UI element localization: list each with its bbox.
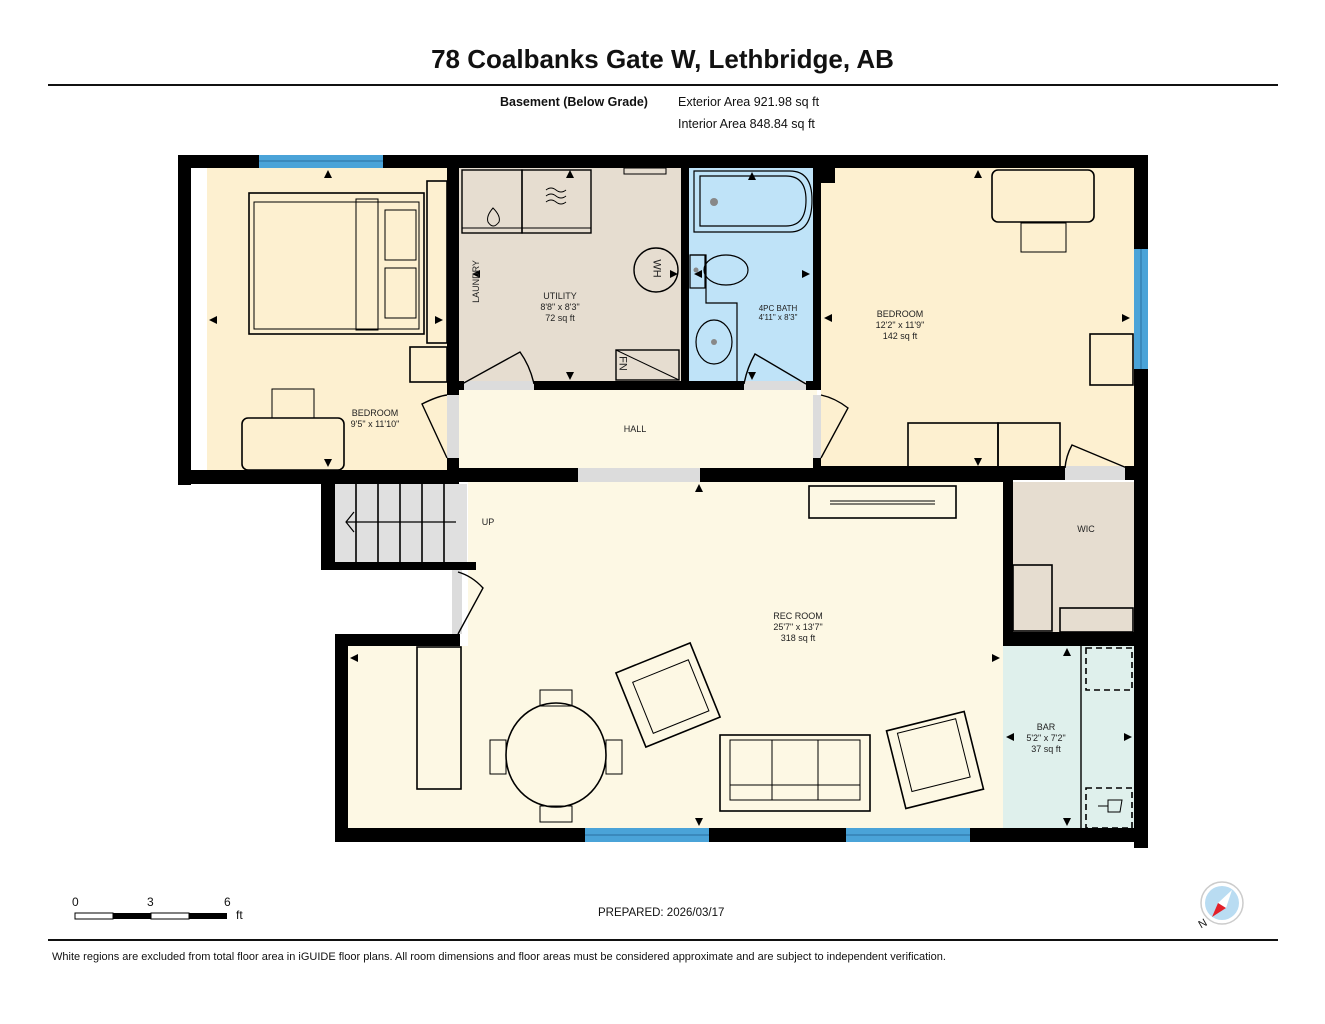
page-title: 78 Coalbanks Gate W, Lethbridge, AB <box>431 44 894 74</box>
scale-bar <box>74 912 227 920</box>
room-area: 142 sq ft <box>882 331 918 341</box>
scale-unit: ft <box>236 908 243 922</box>
room-name: 4PC BATH <box>758 304 798 313</box>
room-name: WIC <box>1077 524 1095 534</box>
room-name: LAUNDRY <box>470 260 481 303</box>
stairs-up-label: UP <box>476 517 500 528</box>
stairs <box>345 484 456 562</box>
stairs-fill <box>335 484 467 562</box>
bedroom-right-label: BEDROOM 12'2" x 11'9" 142 sq ft <box>860 309 940 342</box>
bath-label: 4PC BATH 4'11" x 8'3" <box>738 304 818 322</box>
room-fills <box>191 168 1134 828</box>
rec-room-fill-left <box>348 646 468 828</box>
bar-label: BAR 5'2" x 7'2" 37 sq ft <box>1016 722 1076 755</box>
bath-taps <box>693 198 718 345</box>
rec-room-label: REC ROOM 25'7" x 13'7" 318 sq ft <box>758 611 838 644</box>
utility-label: UTILITY 8'8" x 8'3" 72 sq ft <box>520 291 600 324</box>
room-dims: 12'2" x 11'9" <box>875 320 925 330</box>
laundry-label: LAUNDRY <box>470 260 490 303</box>
laundry-appliances <box>461 167 680 381</box>
room-area: 72 sq ft <box>545 313 575 323</box>
interior-area: Interior Area 848.84 sq ft <box>678 117 815 131</box>
measurement-arrows <box>209 170 1132 826</box>
bed-left <box>241 180 448 471</box>
rec-room-fill <box>468 482 1003 828</box>
scale-tick-6: 6 <box>224 895 231 909</box>
wic-bar-furniture <box>1012 564 1134 829</box>
compass-icon <box>1200 881 1244 925</box>
water-heater-label: WH <box>640 259 672 277</box>
bedroom-right-fill <box>821 168 1134 468</box>
room-name: REC ROOM <box>773 611 823 621</box>
scale-tick-3: 3 <box>147 895 154 909</box>
bar-fill <box>1003 646 1134 828</box>
scale-tick-0: 0 <box>72 895 79 909</box>
room-area: 318 sq ft <box>780 633 816 643</box>
room-name: BEDROOM <box>876 309 924 319</box>
water-heater-text: WH <box>650 259 663 278</box>
excluded-white-strip <box>191 168 207 470</box>
bedroom-left-fill <box>191 168 447 470</box>
windows <box>259 155 1148 842</box>
footer-divider <box>48 939 1278 941</box>
room-dims: 5'2" x 7'2" <box>1026 733 1066 743</box>
stairs-up-text: UP <box>481 517 495 527</box>
room-dims: 4'11" x 8'3" <box>758 313 798 322</box>
bedroom-right-furniture <box>907 169 1134 468</box>
bath-fixtures <box>689 170 813 382</box>
room-name: HALL <box>623 424 647 434</box>
door-swings <box>421 351 1128 635</box>
hall-fill <box>457 390 817 468</box>
room-dims: 8'8" x 8'3" <box>540 302 580 312</box>
prepared-date: PREPARED: 2026/03/17 <box>598 907 725 919</box>
bedroom-left-label: BEDROOM 9'5" x 11'10" <box>330 408 420 430</box>
header-divider <box>48 84 1278 86</box>
wic-label: WIC <box>1056 524 1116 535</box>
room-dims: 25'7" x 13'7" <box>773 622 823 632</box>
wic-fill <box>1013 482 1134 632</box>
exterior-area: Exterior Area 921.98 sq ft <box>678 95 820 109</box>
furnace-text: FN <box>616 356 629 371</box>
room-name: BEDROOM <box>351 408 399 418</box>
room-name: UTILITY <box>543 291 577 301</box>
door-openings <box>447 381 1125 634</box>
hall-label: HALL <box>605 424 665 435</box>
utility-fill <box>459 168 681 382</box>
room-dims: 9'5" x 11'10" <box>350 419 400 429</box>
level-label: Basement (Below Grade) <box>500 95 648 109</box>
bath-fill <box>689 168 813 382</box>
room-name: BAR <box>1036 722 1056 732</box>
rec-room-furniture <box>416 485 985 823</box>
disclaimer: White regions are excluded from total fl… <box>52 951 946 963</box>
furnace-label: FN <box>612 356 632 371</box>
room-area: 37 sq ft <box>1031 744 1061 754</box>
